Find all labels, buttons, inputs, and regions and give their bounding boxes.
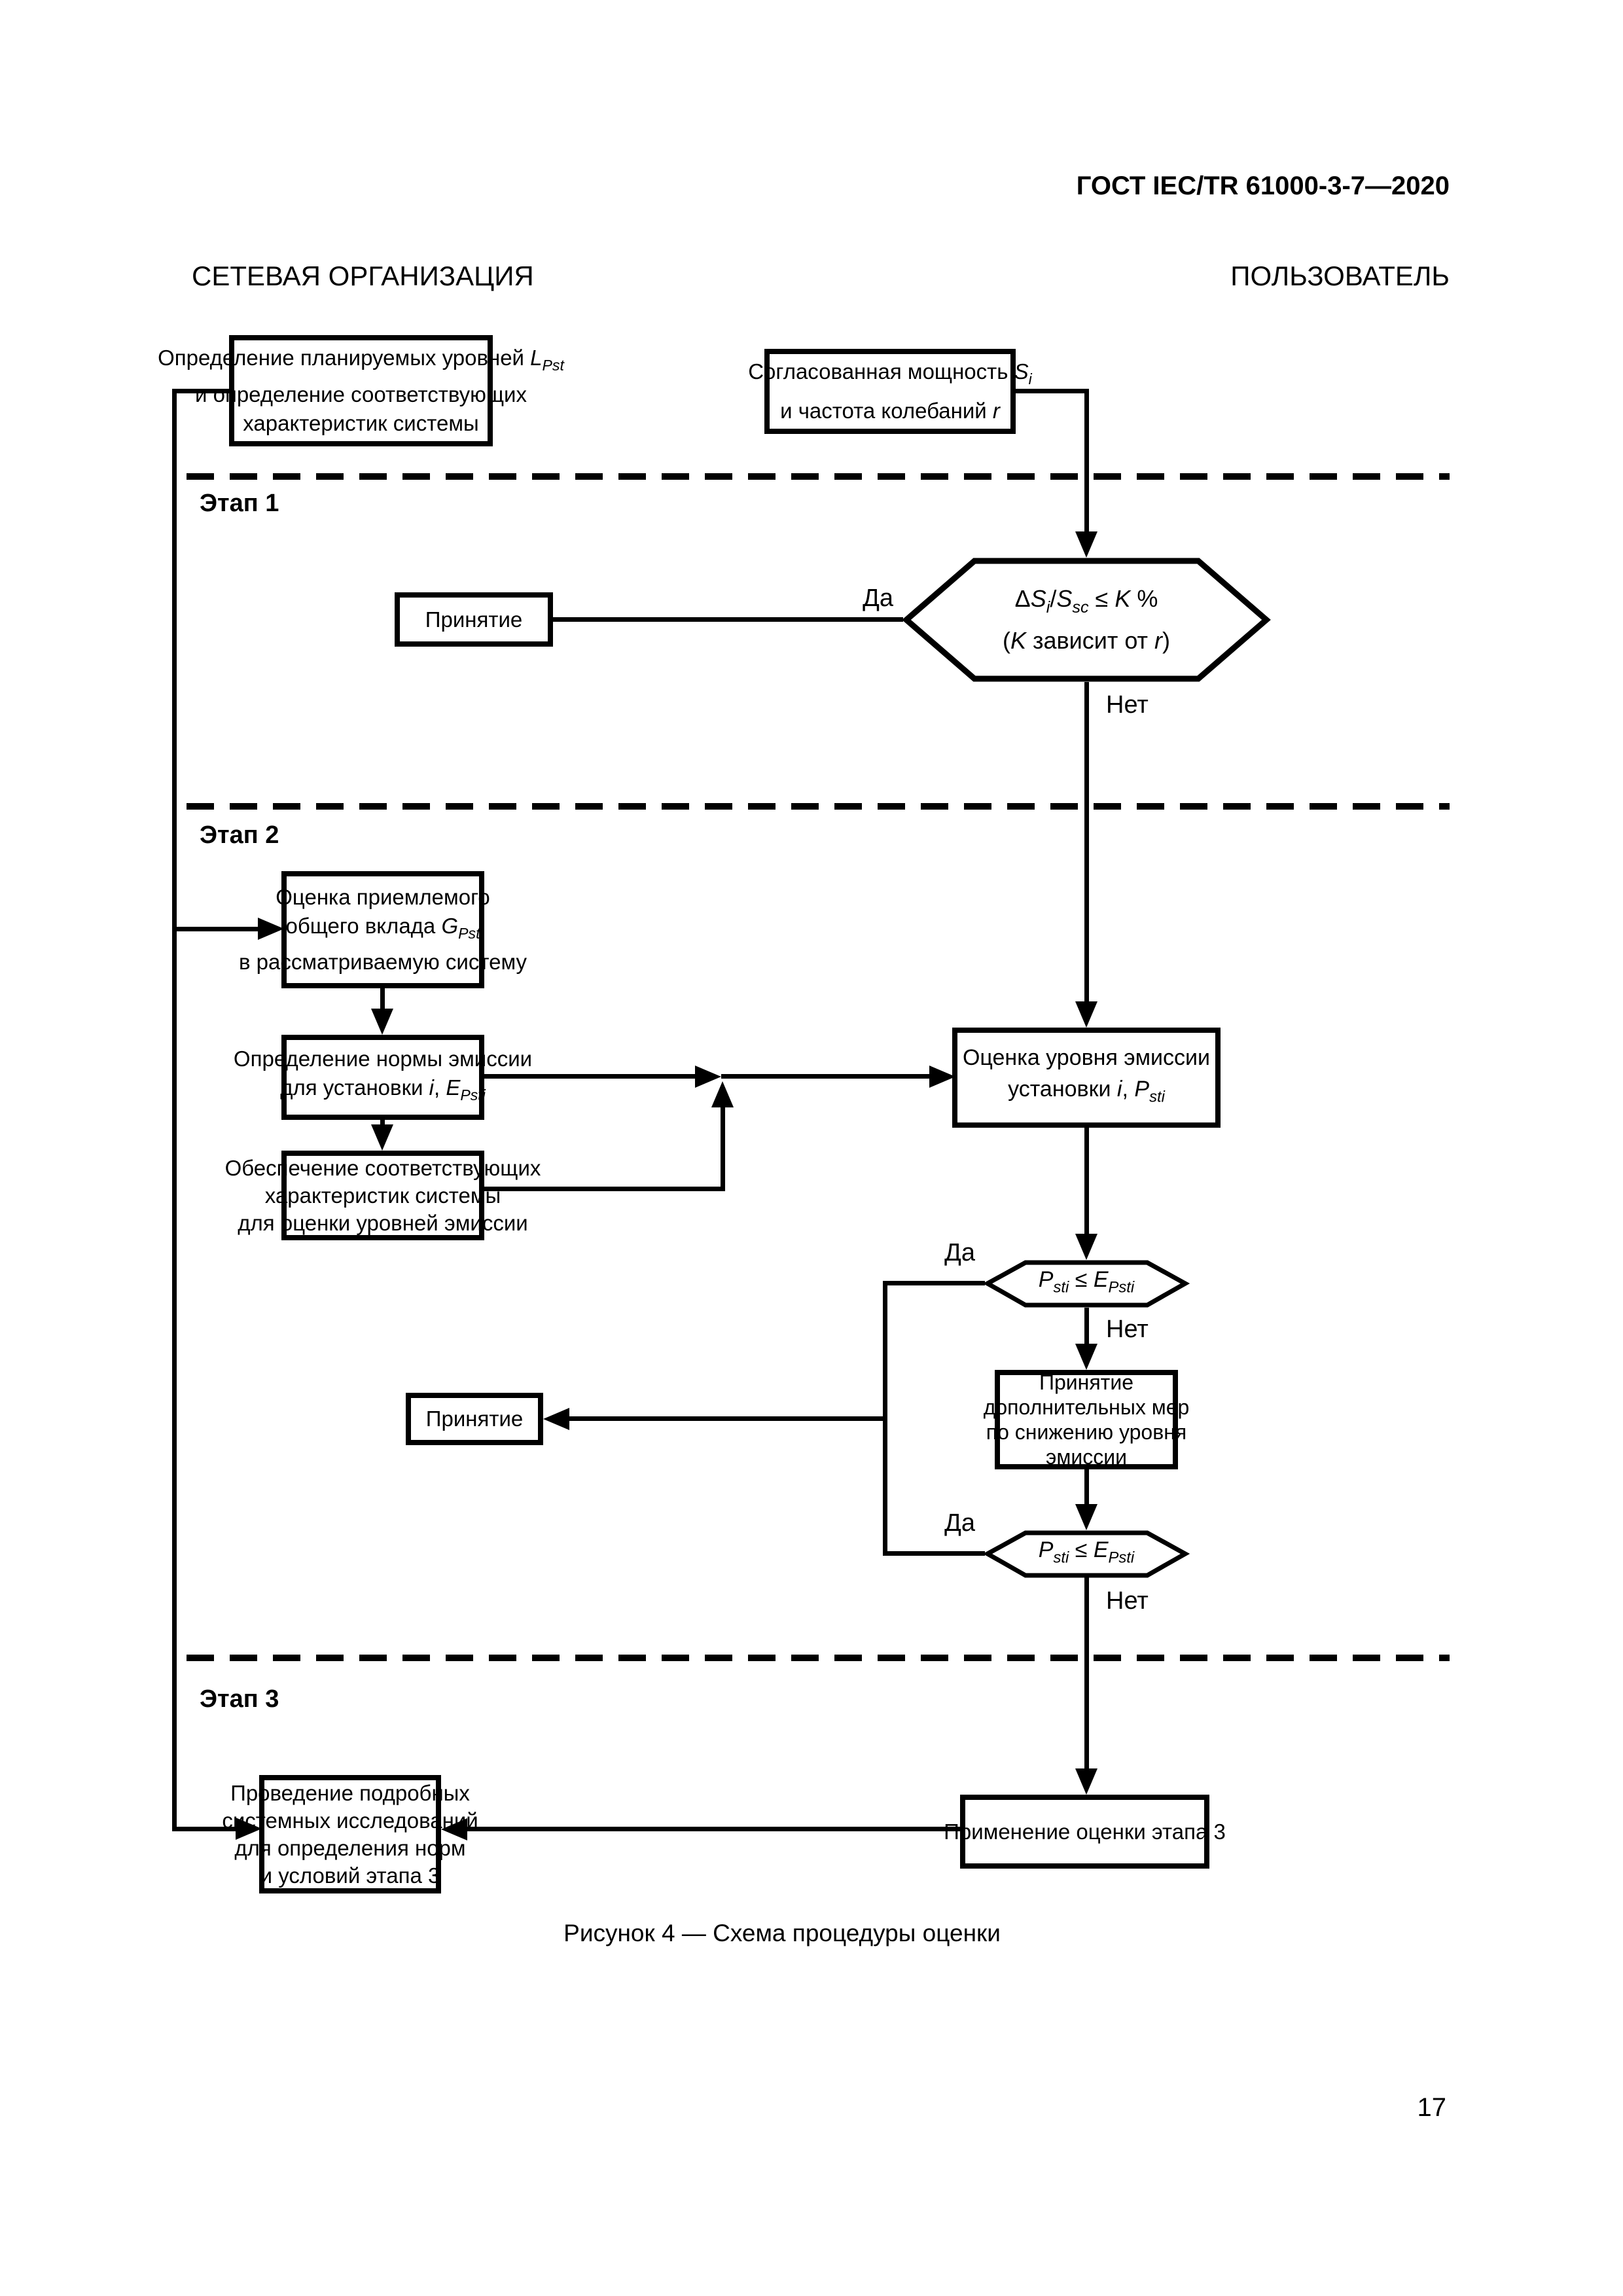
stage1-decision-shape — [902, 558, 1271, 682]
node-stage2-decision-second: Psti ≤ EPsti — [1038, 1537, 1135, 1567]
stage2-first-no-label: Нет — [1106, 1316, 1149, 1343]
arrowhead-into-detailed-studies — [236, 1818, 262, 1840]
stage1-no-label: Нет — [1106, 691, 1149, 719]
stage2-second-yes-label: Да — [944, 1509, 975, 1537]
arrowhead-into-total-contribution — [258, 918, 284, 940]
stage3-label: Этап 3 — [200, 1685, 279, 1713]
node-stage3-assessment: Применение оценки этапа 3 — [944, 1795, 1226, 1869]
node-acceptance-stage1: Принятие — [395, 592, 553, 647]
connector-no1-v — [1084, 1308, 1089, 1344]
connector-feedback-trunk-v — [172, 389, 177, 1831]
connector-yes1-h — [883, 1281, 985, 1285]
stage1-yes-label: Да — [863, 584, 893, 612]
stage2-second-no-label: Нет — [1106, 1587, 1149, 1615]
connector-emission-level-down-v — [1084, 1128, 1089, 1234]
arrowhead-chars-into-junction — [711, 1081, 734, 1107]
stage2-label: Этап 2 — [200, 821, 279, 849]
arrowhead-into-acceptance2 — [543, 1408, 569, 1430]
arrowhead-into-stage3-assessment — [1075, 1768, 1097, 1795]
node-stage1-decision: ΔSi/Ssc ≤ K %(K зависит от r) — [1002, 584, 1171, 655]
stage2-decision-second-shape — [982, 1530, 1190, 1578]
stage2-decision-first-shape — [982, 1260, 1190, 1308]
connector-agreed-power-h — [1016, 389, 1089, 393]
stage2-separator — [187, 803, 1450, 810]
arrowhead-into-stage2-decision-first — [1075, 1234, 1097, 1260]
connector-limit-to-chars-v — [380, 1120, 385, 1127]
arrowhead-into-additional-measures — [1075, 1344, 1097, 1370]
stage1-label: Этап 1 — [200, 490, 279, 517]
node-acceptance-stage2: Принятие — [406, 1393, 543, 1445]
connector-stage1-no-v — [1084, 682, 1089, 1004]
arrowhead-into-emission-level-left — [929, 1066, 955, 1088]
connector-to-acceptance2-h — [569, 1416, 887, 1421]
connector-yes2-h — [883, 1551, 985, 1556]
arrowhead-into-emission-level — [1075, 1001, 1097, 1028]
connector-branch-stage3-h — [172, 1827, 236, 1831]
arrowhead-into-detailed-studies-right — [441, 1818, 467, 1840]
connector-chars-out-h — [484, 1187, 725, 1191]
connector-measures-down-v — [1084, 1469, 1089, 1504]
page-title: ГОСТ IEC/TR 61000-3-7—2020 — [1076, 171, 1450, 200]
connector-agreed-power-v — [1084, 389, 1089, 534]
connector-plan-out-h — [172, 389, 234, 393]
arrowhead-into-stage1-decision — [1075, 531, 1097, 558]
connector-chars-up-v — [721, 1107, 725, 1191]
node-stage2-decision-first: Psti ≤ EPsti — [1038, 1267, 1135, 1297]
arrowhead-into-system-chars — [371, 1124, 393, 1151]
stage1-separator — [187, 473, 1450, 480]
figure-caption: Рисунок 4 — Схема процедуры оценки — [563, 1920, 1001, 1946]
connector-branch-stage2-h — [172, 927, 259, 931]
page-number: 17 — [1417, 2093, 1447, 2122]
column-title-network-organization: СЕТЕВАЯ ОРГАНИЗАЦИЯ — [192, 260, 534, 291]
connector-assessment-to-studies-h — [467, 1827, 960, 1831]
column-title-user: ПОЛЬЗОВАТЕЛЬ — [1230, 260, 1450, 291]
stage2-first-yes-label: Да — [944, 1239, 975, 1266]
connector-contribution-to-limit-v — [380, 988, 385, 1009]
arrowhead-into-stage2-decision-second — [1075, 1504, 1097, 1530]
stage3-separator — [187, 1655, 1450, 1661]
arrowhead-into-emission-limit — [371, 1009, 393, 1035]
connector-stage1-yes-h — [553, 617, 903, 622]
connector-junction-to-emission-level-h — [721, 1074, 929, 1079]
connector-limit-out-h — [484, 1074, 695, 1079]
connector-no2-v — [1084, 1577, 1089, 1768]
